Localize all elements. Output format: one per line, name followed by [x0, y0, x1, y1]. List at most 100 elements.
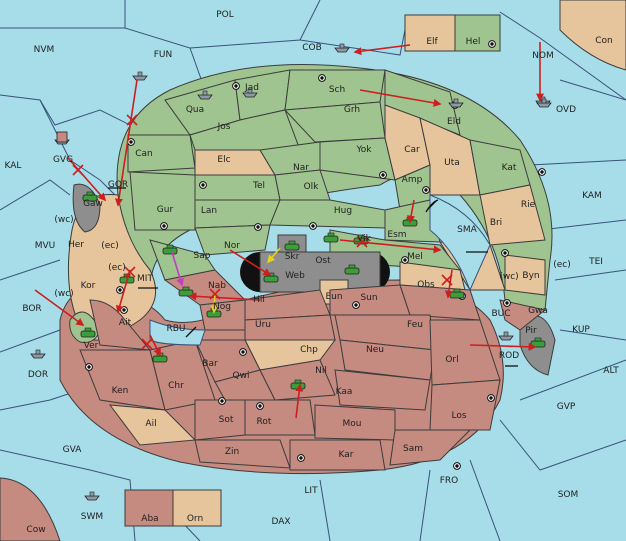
province-hug[interactable]	[269, 199, 386, 229]
army-icon[interactable]	[449, 291, 465, 299]
province-label: Orl	[445, 355, 458, 365]
province-label: Rie	[521, 200, 536, 210]
province-label: Hil	[253, 295, 265, 305]
fleet-icon[interactable]	[197, 94, 213, 100]
province-label: Kar	[339, 450, 354, 460]
army-icon[interactable]	[162, 247, 178, 255]
sea-label: NOM	[532, 51, 554, 61]
province-label: Gur	[157, 205, 174, 215]
province-label: Qua	[186, 105, 204, 115]
province-label: Los	[451, 411, 466, 421]
province-label: Byn	[522, 271, 539, 281]
home-marker	[56, 131, 68, 143]
army-icon[interactable]	[80, 330, 96, 338]
army-icon-turret	[327, 232, 335, 237]
sea-label: SMA	[457, 225, 477, 235]
coast-marker: (ec)	[553, 260, 571, 270]
province-label: Hel	[466, 37, 481, 47]
fleet-icon-mast	[247, 88, 253, 94]
province-label: Vik	[357, 234, 371, 244]
supply-center-dot	[490, 42, 494, 46]
failed-order-mark	[124, 266, 136, 278]
army-icon[interactable]	[263, 275, 279, 283]
fleet-icon[interactable]	[536, 102, 552, 108]
supply-center-dot	[403, 258, 407, 262]
province-label: Gaw	[83, 199, 103, 209]
province-gwa[interactable]	[499, 299, 547, 331]
red-provinces	[79, 269, 547, 471]
province-label: Uta	[444, 158, 460, 168]
move-arrow	[34, 289, 85, 326]
province-label: Obs	[417, 280, 435, 290]
army-icon[interactable]	[178, 289, 194, 297]
province-jos[interactable]	[189, 109, 301, 151]
fleet-icon[interactable]	[242, 92, 258, 98]
province-olk[interactable]	[274, 169, 331, 201]
province-rie[interactable]	[479, 184, 546, 246]
fleet-icon-mast	[453, 98, 459, 104]
province-kar[interactable]	[289, 439, 386, 471]
province-label: Uru	[255, 320, 271, 330]
supply-center-dot	[299, 456, 303, 460]
move-arrow	[339, 239, 442, 254]
fleet-icon[interactable]	[334, 47, 350, 53]
province-label: Web	[285, 271, 305, 281]
sea-label: TEI	[588, 257, 603, 267]
province-label: Jad	[244, 83, 259, 93]
move-arrow	[115, 79, 138, 207]
sea-label: FRO	[440, 476, 459, 486]
connector-rbu	[185, 326, 197, 338]
army-icon[interactable]	[284, 243, 300, 251]
army-icon[interactable]	[323, 235, 339, 243]
sea-label: SOM	[558, 490, 579, 500]
province-label: Ver	[84, 341, 99, 351]
province-label: Yok	[355, 145, 372, 155]
province-orn[interactable]	[172, 489, 222, 527]
army-icon[interactable]	[152, 355, 168, 363]
province-los[interactable]	[429, 379, 501, 431]
convoy-arrow	[266, 247, 281, 264]
sea-label: RBU	[166, 324, 185, 334]
army-icon[interactable]	[344, 267, 360, 275]
province-elf[interactable]	[404, 14, 456, 52]
province-nor[interactable]	[194, 224, 271, 256]
army-icon[interactable]	[290, 382, 306, 390]
province-gur[interactable]	[129, 171, 196, 231]
sea-label: GVP	[557, 402, 576, 412]
supply-center-dot	[241, 350, 245, 354]
army-icon-turret	[453, 288, 461, 293]
province-kaa[interactable]	[334, 369, 431, 411]
supply-center-dot	[234, 84, 238, 88]
fleet-icon[interactable]	[84, 495, 100, 501]
province-label: Sap	[194, 251, 211, 261]
province-label: Esm	[387, 230, 406, 240]
province-eld[interactable]	[384, 69, 461, 136]
supply-center-dot	[455, 464, 459, 468]
supply-center-dot	[424, 188, 428, 192]
supply-center-dot	[201, 183, 205, 187]
province-sam[interactable]	[389, 429, 472, 466]
sea-rbu	[149, 319, 206, 346]
sea-label: FUN	[154, 50, 173, 60]
supply-center-dot	[118, 288, 122, 292]
connectors	[108, 187, 518, 367]
province-label: Nor	[224, 241, 240, 251]
move-arrow	[115, 269, 131, 314]
fleet-icon[interactable]	[132, 75, 148, 81]
province-label: Ost	[315, 256, 331, 266]
coast-marker: (wc)	[499, 272, 518, 282]
failed-order-mark	[356, 236, 368, 248]
province-label: Pir	[525, 326, 537, 336]
province-rot[interactable]	[244, 399, 316, 436]
province-label: Aba	[141, 514, 158, 524]
province-label: Mou	[343, 419, 362, 429]
fleet-icon[interactable]	[448, 102, 464, 108]
fleet-icon[interactable]	[498, 335, 514, 341]
army-icon-turret	[86, 191, 94, 196]
province-uta[interactable]	[419, 117, 481, 196]
province-tel[interactable]	[194, 174, 281, 201]
army-icon[interactable]	[530, 340, 546, 348]
province-byn[interactable]	[504, 254, 546, 296]
fleet-icon[interactable]	[30, 353, 46, 359]
